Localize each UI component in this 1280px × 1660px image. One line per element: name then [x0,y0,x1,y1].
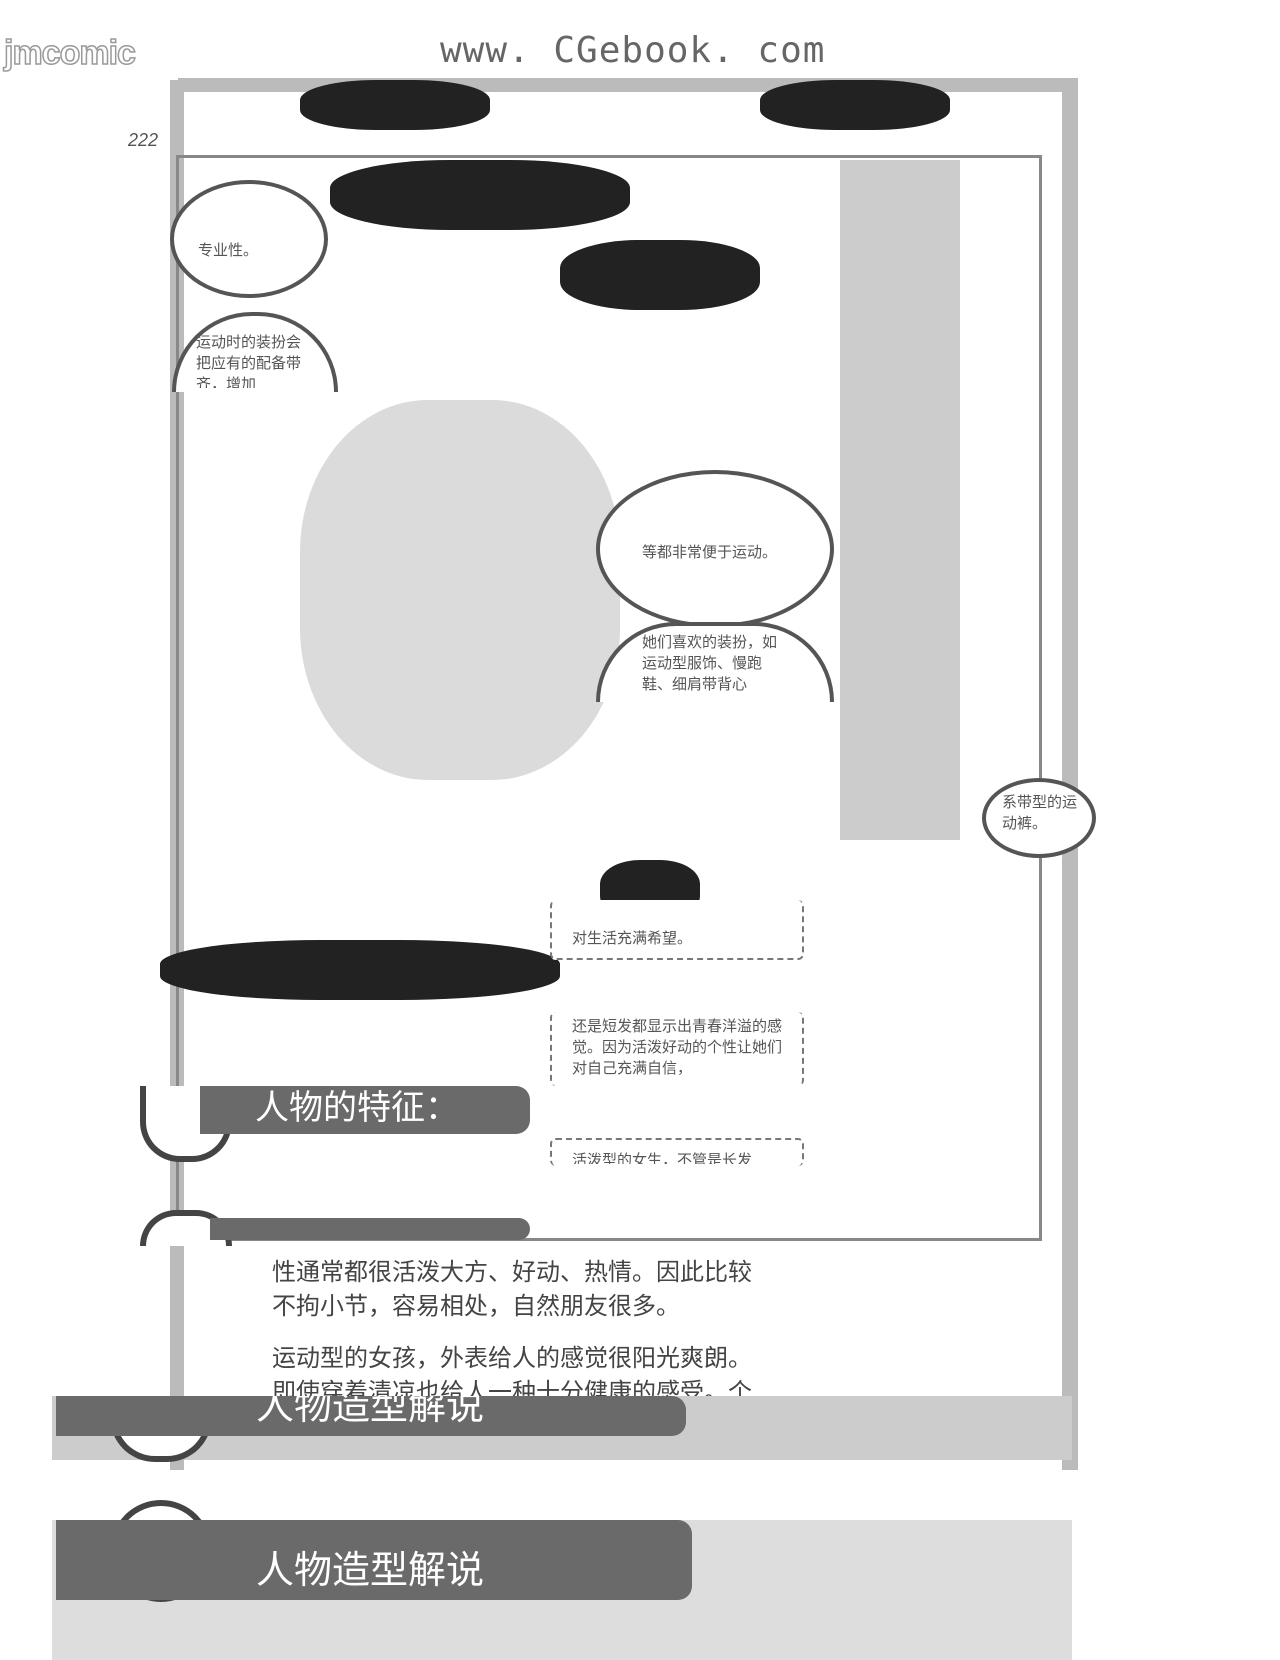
note-hope: 对生活充满希望。 [572,929,693,947]
heading-explain-text: 人物造型解说 [256,1396,485,1428]
callout-circle [982,778,1096,858]
inner-frame [176,155,1042,1241]
callout-pants: 系带型的运动裤。 [1002,793,1078,832]
note-lively-start: 活泼型的女生，不管是长发 [572,1151,753,1164]
note-box [550,1012,804,1086]
heading-explain-2-text: 人物造型解说 [256,1548,485,1592]
callout-circle [596,622,834,702]
callout-gear: 运动时的装扮会把应有的配备带齐，增加 [196,333,302,388]
note-box [550,1138,804,1166]
callout-circle [596,470,834,628]
heading-explain-2: 人物造型解说 [56,1520,692,1600]
pants-illustration [840,160,960,840]
paragraph-2: 不拘小节，容易相处，自然朋友很多。 [272,1292,680,1320]
watermark-site: www. CGebook. com [440,30,826,71]
callout-professional: 专业性。 [198,241,259,259]
hair-illustration-2 [160,940,560,1000]
callout-likes: 她们喜欢的装扮，如运动型服饰、慢跑鞋、细肩带背心 [642,633,778,693]
paragraph-4: 即使穿着清凉也给人一种十分健康的感受。个 [272,1378,752,1396]
leg-illustration [300,400,620,780]
paragraph-1: 性通常都很活泼大方、好动、热情。因此比较 [272,1258,752,1286]
skate-illustration [300,80,490,130]
heading-bar [210,1218,530,1240]
skate-illustration-2 [330,160,630,230]
note-box [550,900,804,960]
paragraph-3: 运动型的女孩，外表给人的感觉很阳光爽朗。 [272,1344,752,1372]
right-frame-bar [1062,80,1078,1470]
page-number: 222 [128,130,159,150]
heading-features: 人物的特征： [200,1086,530,1134]
callout-circle [170,180,328,298]
heading-explain: 人物造型解说 [56,1396,686,1436]
heading-features-text: 人物的特征： [255,1088,459,1128]
sneaker-illustration [760,80,950,130]
note-lively-cont: 还是短发都显示出青春洋溢的感觉。因为活泼好动的个性让她们对自己充满自信， [572,1017,783,1077]
callout-convenient: 等都非常便于运动。 [642,543,778,561]
watermark-logo: jmcomic [3,33,136,73]
hair-illustration [560,240,760,310]
